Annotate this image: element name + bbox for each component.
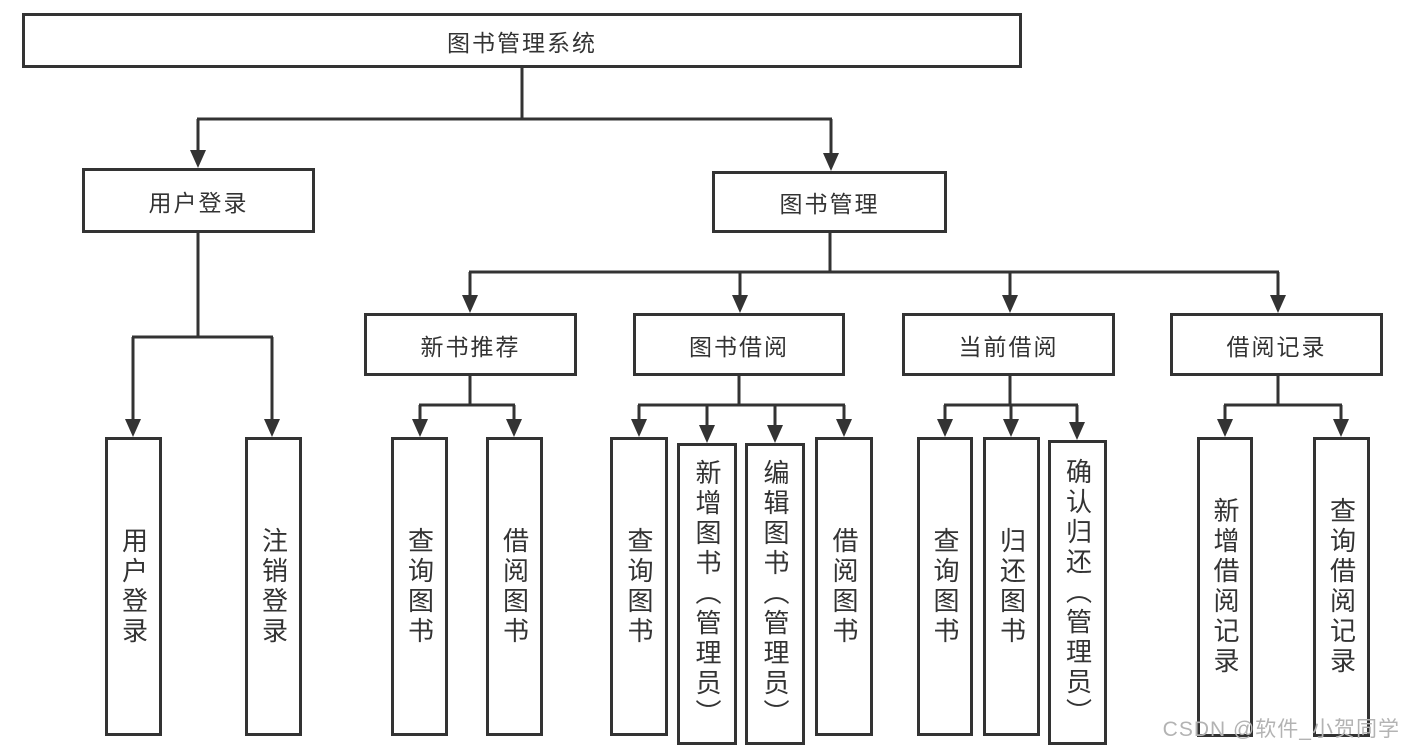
leaf-query-books-3: 查询图书 — [917, 437, 973, 736]
node-book-borrow: 图书借阅 — [633, 313, 845, 376]
leaf-edit-books-admin-label: 编辑图书（管理员） — [760, 459, 790, 729]
leaf-confirm-return-admin: 确认归还（管理员） — [1048, 440, 1107, 745]
leaf-borrow-books-1-label: 借阅图书 — [499, 526, 530, 647]
node-book-management-label: 图书管理 — [779, 191, 880, 217]
node-user-login: 用户登录 — [82, 168, 315, 233]
leaf-return-books-label: 归还图书 — [996, 526, 1027, 647]
leaf-add-books-admin-label: 新增图书（管理员） — [692, 459, 722, 729]
node-book-borrow-label: 图书借阅 — [689, 333, 789, 360]
leaf-add-borrow-record-label: 新增借阅记录 — [1210, 497, 1240, 677]
leaf-query-books-1: 查询图书 — [391, 437, 448, 736]
leaf-query-books-2-label: 查询图书 — [624, 526, 654, 647]
node-borrow-record: 借阅记录 — [1170, 313, 1383, 376]
node-new-book-recommend: 新书推荐 — [364, 313, 577, 376]
leaf-edit-books-admin: 编辑图书（管理员） — [745, 443, 805, 745]
connector-user-login — [131, 233, 274, 421]
leaf-logout: 注销登录 — [245, 437, 302, 736]
leaf-logout-label: 注销登录 — [258, 526, 289, 647]
leaf-user-login: 用户登录 — [105, 437, 162, 736]
arrowheads — [125, 150, 1349, 443]
leaf-user-login-label: 用户登录 — [118, 526, 149, 647]
node-current-borrow-label: 当前借阅 — [958, 333, 1059, 360]
node-new-book-recommend-label: 新书推荐 — [420, 333, 521, 360]
leaf-borrow-books-2: 借阅图书 — [815, 437, 873, 736]
leaf-add-borrow-record: 新增借阅记录 — [1197, 437, 1253, 737]
connector-book-borrow — [637, 376, 846, 427]
node-borrow-record-label: 借阅记录 — [1226, 333, 1327, 360]
connector-root — [196, 68, 833, 156]
node-root-label: 图书管理系统 — [447, 29, 597, 56]
node-user-login-label: 用户登录 — [148, 189, 249, 216]
node-current-borrow: 当前借阅 — [902, 313, 1115, 376]
connector-borrow-record — [1223, 376, 1343, 421]
csdn-watermark: CSDN @软件_小贺同学 — [1162, 718, 1400, 741]
node-root-library-system: 图书管理系统 — [22, 13, 1022, 68]
leaf-confirm-return-admin-label: 确认归还（管理员） — [1062, 457, 1093, 728]
leaf-query-books-2: 查询图书 — [610, 437, 668, 736]
node-book-management: 图书管理 — [712, 171, 947, 233]
connector-current-borrow — [943, 376, 1079, 424]
leaf-borrow-books-1: 借阅图书 — [486, 437, 543, 736]
leaf-query-books-3-label: 查询图书 — [930, 526, 960, 647]
leaf-borrow-books-2-label: 借阅图书 — [829, 526, 859, 647]
leaf-query-borrow-record-label: 查询借阅记录 — [1326, 497, 1357, 677]
connector-new-book — [418, 376, 516, 421]
leaf-add-books-admin: 新增图书（管理员） — [677, 443, 737, 745]
leaf-query-borrow-record: 查询借阅记录 — [1313, 437, 1370, 737]
leaf-query-books-1-label: 查询图书 — [404, 526, 435, 647]
leaf-return-books: 归还图书 — [983, 437, 1040, 736]
connector-book-mgmt — [468, 233, 1280, 297]
